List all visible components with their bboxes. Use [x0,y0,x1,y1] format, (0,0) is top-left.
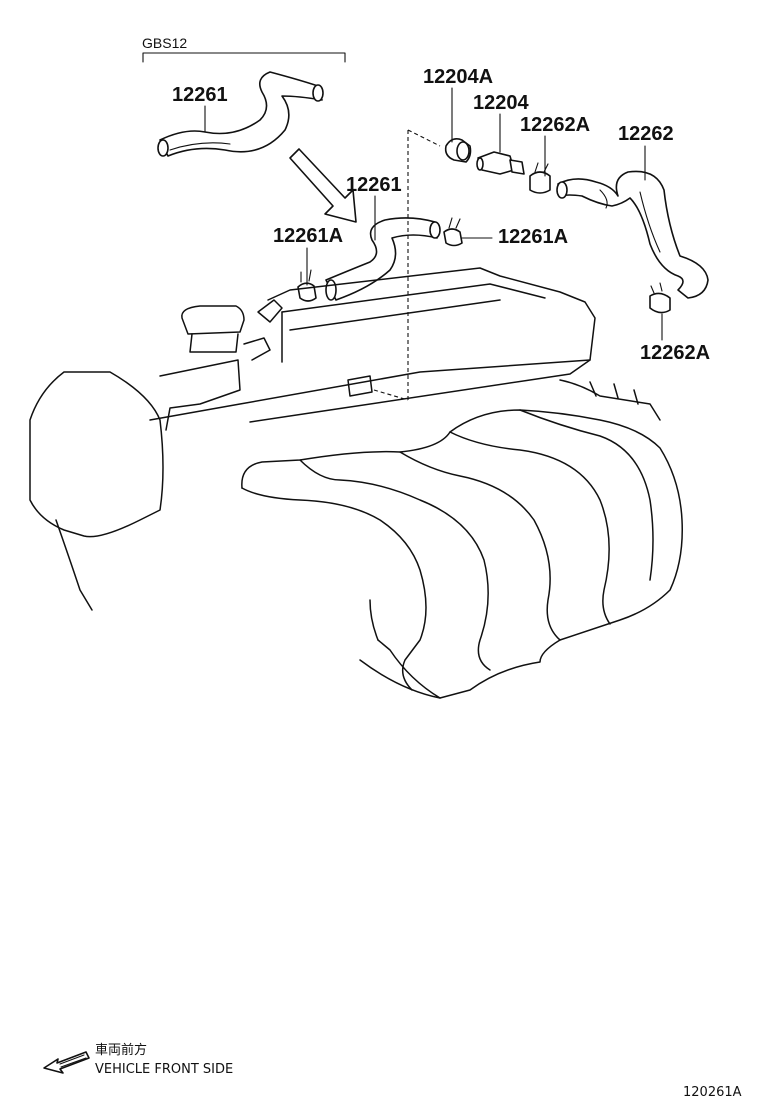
figure-id: 120261A [683,1085,742,1100]
assembly-arrow [289,148,357,223]
hose-12262[interactable] [556,170,709,299]
direction-label-en: VEHICLE FRONT SIDE [95,1062,233,1077]
clamp-12261A-center[interactable] [443,217,463,247]
direction-label-jp: 車両前方 [95,1042,147,1058]
clamp-12262A-top[interactable] [529,162,551,194]
hose-12261-installed[interactable] [325,217,441,301]
label-12261-center[interactable]: 12261 [346,174,402,196]
engine-assembly [29,267,683,699]
label-12262[interactable]: 12262 [618,123,674,145]
label-12262A-bottom[interactable]: 12262A [640,342,710,364]
label-12262A-top[interactable]: 12262A [520,114,590,136]
label-12261A-center[interactable]: 12261A [498,226,568,248]
label-12204[interactable]: 12204 [473,92,529,114]
group-code: GBS12 [142,35,187,51]
leader-lines [204,87,663,341]
direction-indicator: 車両前方 VEHICLE FRONT SIDE [43,1042,233,1077]
label-12261-top[interactable]: 12261 [172,84,228,106]
grommet-12204A[interactable] [444,138,472,163]
group-bracket: GBS12 [142,35,346,63]
clamp-12262A-bottom[interactable] [649,282,671,314]
pcv-valve-12204[interactable] [476,151,525,175]
hose-12261-exploded[interactable] [157,71,324,157]
alignment-lines [373,129,441,401]
label-12204A[interactable]: 12204A [423,66,493,88]
label-12261A-left[interactable]: 12261A [273,225,343,247]
